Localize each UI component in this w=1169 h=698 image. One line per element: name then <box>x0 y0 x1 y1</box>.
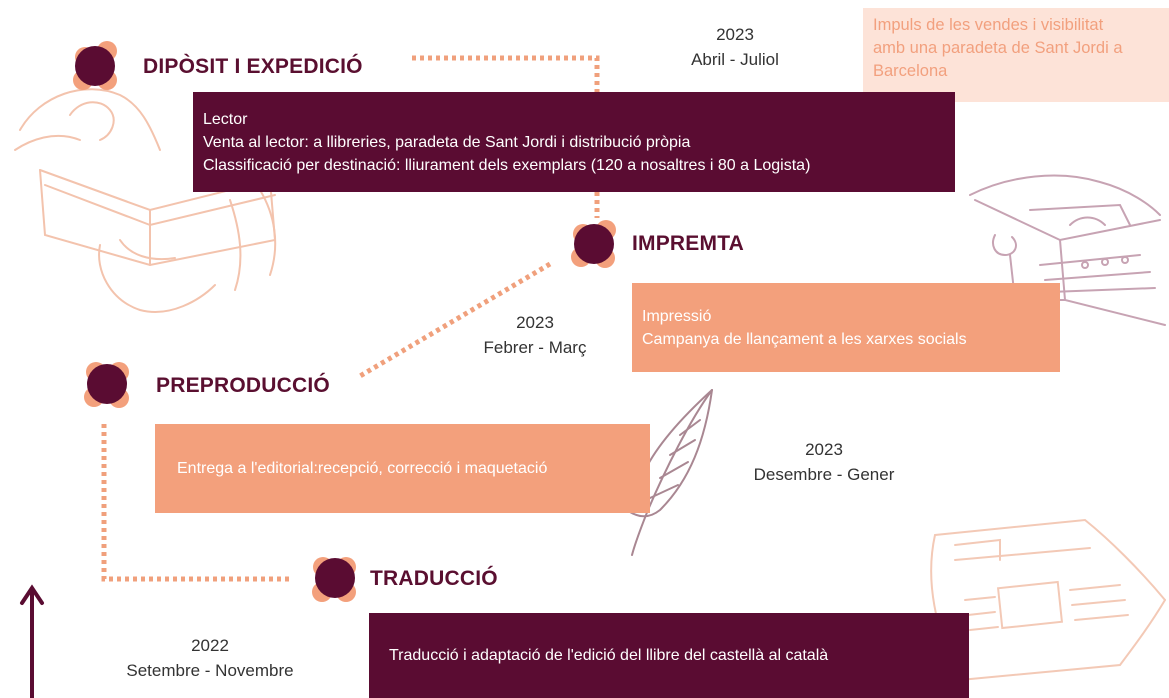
stage-box-diposit: Lector Venta al lector: a llibreries, pa… <box>193 92 955 192</box>
marker-traduccio <box>312 557 356 602</box>
marker-impremta <box>571 220 616 268</box>
date-period: Setembre - Novembre <box>126 661 294 680</box>
stage-line: Traducció i adaptació de l'edició del ll… <box>389 647 829 664</box>
stage-title-preproduccio: PREPRODUCCIÓ <box>156 374 330 397</box>
marker-diposit <box>73 41 117 90</box>
date-period: Abril - Juliol <box>691 50 779 69</box>
date-impremta: 2023 Febrer - Març <box>455 310 615 360</box>
stage-box-preproduccio: Entrega a l'editorial:recepció, correcci… <box>155 424 650 513</box>
timeline-connectors <box>101 55 600 582</box>
marker-preproduccio <box>84 362 129 408</box>
stage-line: Lector <box>203 110 248 128</box>
typewriter-icon <box>969 174 1166 326</box>
stage-title-diposit: DIPÒSIT I EXPEDICIÓ <box>143 55 363 78</box>
newspaper-icon <box>930 518 1166 681</box>
up-arrow-icon <box>20 584 44 698</box>
stage-line: Venta al lector: a llibreries, paradeta … <box>203 133 691 151</box>
stage-box-impremta: Impressió Campanya de llançament a les x… <box>632 283 1060 372</box>
stage-line: Classificació per destinació: lliurament… <box>203 156 811 174</box>
stage-title-traduccio: TRADUCCIÓ <box>370 567 498 590</box>
stage-line: Impressió <box>642 307 712 325</box>
date-diposit: 2023 Abril - Juliol <box>655 22 815 72</box>
date-preproduccio: 2023 Desembre - Gener <box>724 437 924 487</box>
reading-hands-icon <box>14 88 277 313</box>
stage-title-impremta: IMPREMTA <box>632 232 745 255</box>
stage-line: Campanya de llançament a les xarxes soci… <box>642 330 967 348</box>
stage-line: Entrega a l'editorial:recepció, correcci… <box>177 460 548 477</box>
note-line: amb una paradeta de Sant Jordi a <box>873 39 1123 57</box>
date-year: 2023 <box>716 25 754 44</box>
date-year: 2023 <box>516 313 554 332</box>
note-line: Impuls de les vendes i visibilitat <box>873 16 1104 34</box>
date-traduccio: 2022 Setembre - Novembre <box>100 633 320 683</box>
date-year: 2023 <box>805 440 843 459</box>
sant-jordi-note: Impuls de les vendes i visibilitat amb u… <box>863 8 1169 102</box>
date-year: 2022 <box>191 636 229 655</box>
stage-box-traduccio: Traducció i adaptació de l'edició del ll… <box>369 613 969 698</box>
date-period: Desembre - Gener <box>753 465 895 484</box>
note-line: Barcelona <box>873 62 948 80</box>
date-period: Febrer - Març <box>483 338 587 357</box>
